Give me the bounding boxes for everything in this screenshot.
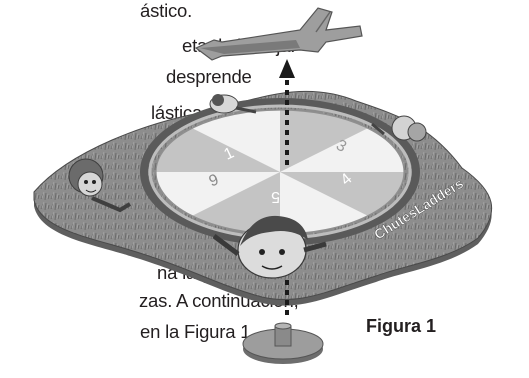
game-board: 1 3 4 5 6 (34, 91, 492, 305)
base-stand (243, 323, 323, 364)
spinner-dial: 1 3 4 5 6 (156, 110, 404, 234)
spinner-number: 5 (271, 188, 280, 205)
airplane-token (196, 8, 362, 60)
figure-label: Figura 1 (366, 316, 436, 337)
